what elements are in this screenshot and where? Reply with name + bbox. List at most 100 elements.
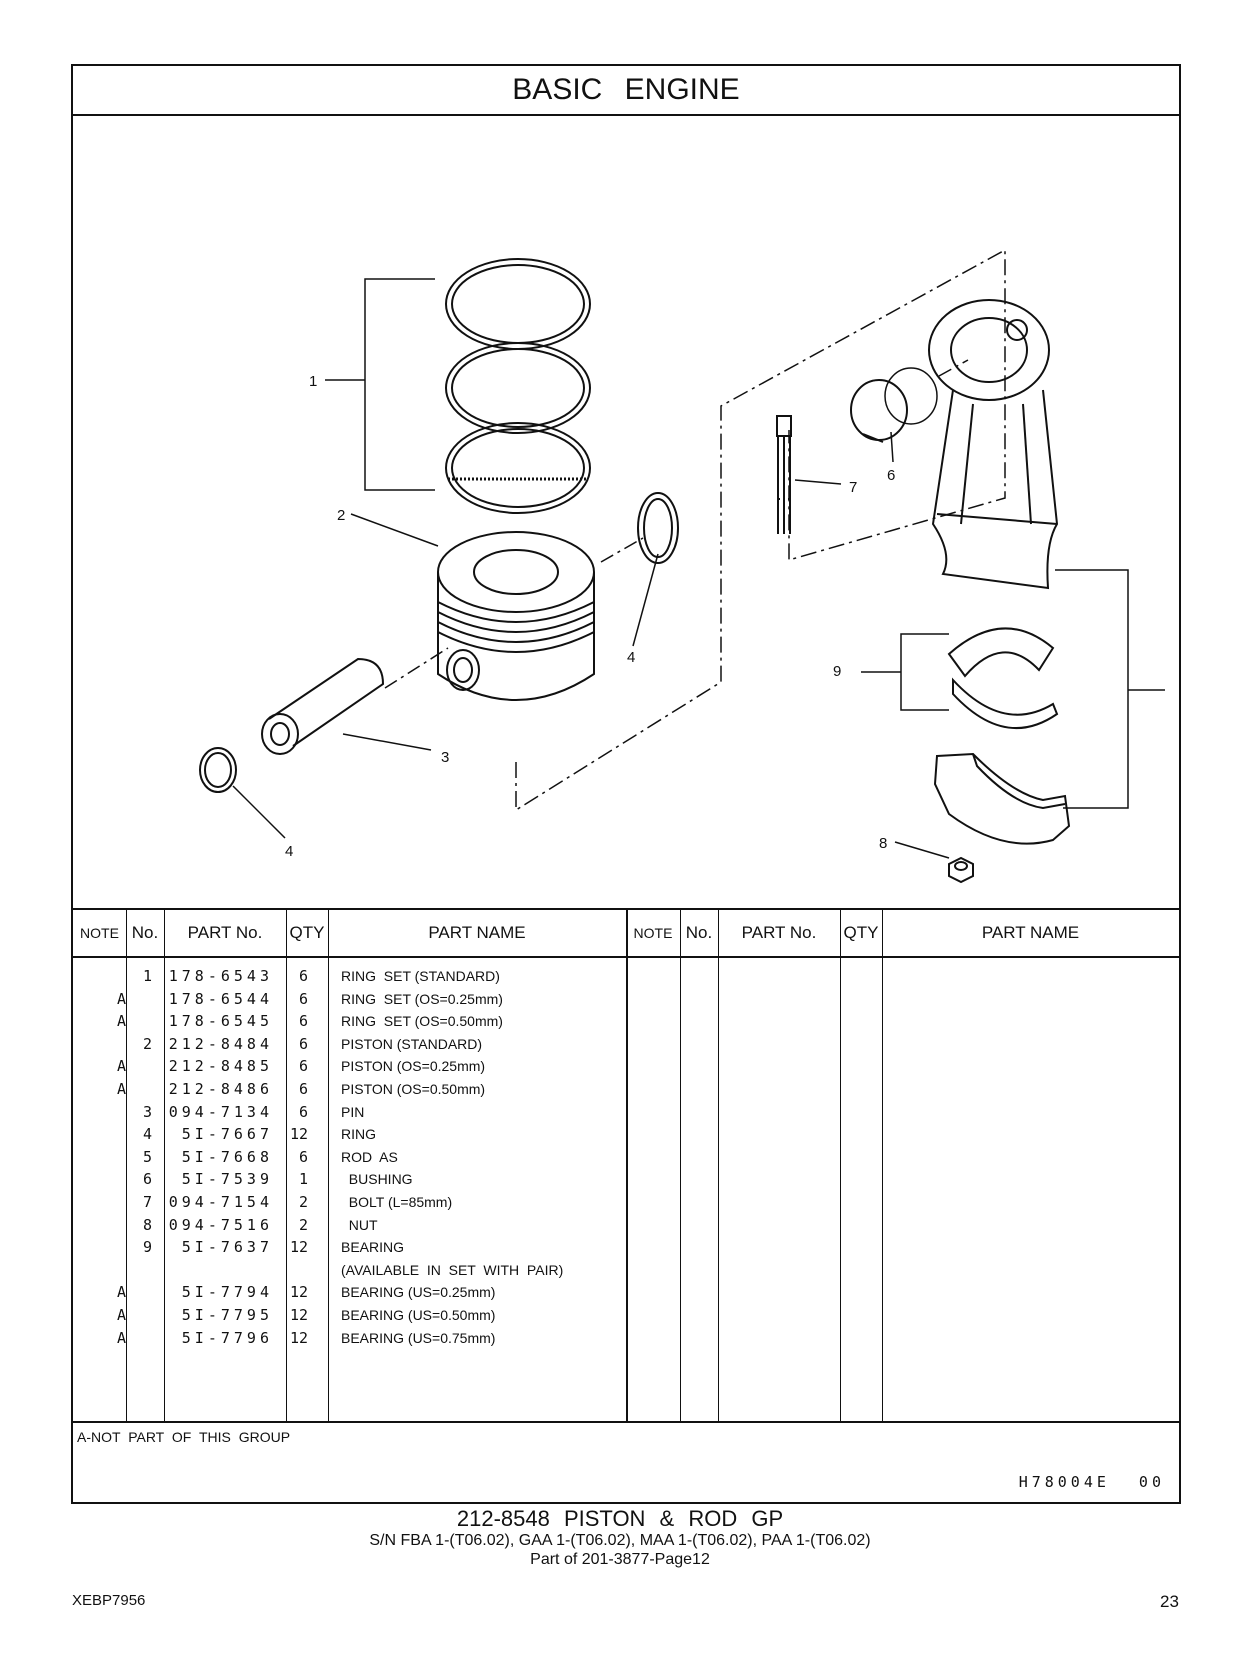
row-note [73,1259,126,1282]
row-part-name: RING SET (STANDARD) [341,968,500,984]
callout-8: 8 [879,835,887,852]
row-quantity: 12 [289,1306,308,1324]
row-quantity: 12 [289,1125,308,1144]
row-part-name: PISTON (OS=0.50mm) [341,1081,486,1097]
page-number: 23 [1160,1592,1179,1611]
row-part-number: 212-8484 [168,1034,273,1053]
table-row: (AVAILABLE IN SET WITH PAIR) [73,1259,1179,1282]
row-item-number [126,1281,152,1304]
row-item-number: 2 [142,1034,152,1053]
row-part-number: 178-6545 [168,1012,273,1031]
row-part-number [158,1259,273,1282]
header-qty: QTY [289,923,325,942]
table-row: A 178-6545 6 RING SET (OS=0.50mm) [73,1010,1179,1033]
row-quantity: 12 [289,1238,308,1257]
row-note [73,1168,126,1191]
parent-reference: Part of 201-3877-Page12 [530,1551,710,1568]
callout-3: 3 [441,749,449,766]
callout-9: 9 [833,663,841,680]
row-part-name: BEARING (US=0.50mm) [341,1307,496,1323]
row-part-number: 5I-7794 [181,1283,273,1302]
row-note: A [116,1012,126,1031]
header-part-name-right: PART NAME [981,923,1080,942]
row-item-number [126,1055,152,1078]
row-part-number: 212-8486 [168,1080,273,1098]
row-note: A [116,1328,126,1347]
row-note [73,1236,126,1259]
legend-note: A-NOT PART OF THIS GROUP [77,1429,291,1445]
row-part-name: RING [341,1126,376,1143]
row-quantity: 6 [298,1057,308,1076]
section-title: BASIC ENGINE [73,66,1179,116]
row-note: A [116,1080,126,1098]
row-quantity: 2 [298,1193,308,1211]
row-part-name: RING SET (OS=0.50mm) [341,1013,503,1030]
row-part-name: RING SET (OS=0.25mm) [341,990,503,1007]
row-quantity: 1 [298,1170,308,1189]
row-item-number: 3 [142,1102,152,1121]
parts-table: NOTE No. PART No. QTY PART NAME NOTE No.… [73,908,1179,1423]
row-quantity: 2 [298,1215,308,1234]
row-part-name: BUSHING [341,1171,413,1188]
row-item-number [126,1010,152,1033]
row-part-number: 094-7516 [168,1215,273,1234]
header-part-no: PART No. [187,923,263,942]
row-part-name: PIN [341,1103,365,1120]
row-note [73,1191,126,1214]
row-quantity: 12 [289,1328,308,1347]
row-item-number [126,1078,152,1101]
row-part-number: 178-6544 [168,989,273,1008]
nut-illustration [948,856,974,884]
piston-illustration [437,531,595,701]
row-part-number: 212-8485 [168,1057,273,1076]
row-part-name: ROD AS [341,1148,398,1165]
row-item-number [126,1259,152,1282]
row-part-number: 094-7134 [168,1102,273,1121]
row-item-number: 1 [142,967,152,985]
row-quantity: 6 [298,989,308,1008]
illustration-reference-code: H78004E 00 [1018,1473,1165,1491]
pin-illustration [261,647,449,755]
row-note [73,1123,126,1146]
header-note: NOTE [80,925,119,941]
row-part-name: PISTON (OS=0.25mm) [341,1058,486,1075]
row-item-number: 5 [142,1147,152,1166]
row-part-name: BOLT (L=85mm) [341,1194,453,1210]
row-note [73,1146,126,1169]
row-quantity: 6 [298,1012,308,1031]
callout-6: 6 [887,467,895,484]
table-row: A 212-8485 6 PISTON (OS=0.25mm) [73,1055,1179,1078]
row-part-number: 5I-7795 [181,1306,273,1324]
parts-page-frame: BASIC ENGINE [71,64,1181,1504]
group-title: 212-8548 PISTON & ROD GP [456,1506,784,1531]
row-item-number [126,1327,152,1350]
document-id: XEBP7956 [72,1592,146,1609]
retaining-ring-right-illustration [637,492,679,564]
row-part-number: 5I-7667 [181,1125,273,1144]
header-qty-right: QTY [843,923,879,942]
row-note: A [116,1283,126,1302]
ring-set-illustration [445,258,591,514]
header-no: No. [131,923,159,942]
callout-4-right: 4 [627,649,635,666]
row-note [73,965,126,988]
callout-4-left: 4 [285,843,293,860]
header-note-right: NOTE [633,925,673,941]
piston-rod-illustration: 1 2 3 4 4 5 6 7 8 9 [199,248,1165,884]
connecting-rod-illustration [928,299,1059,590]
row-part-name: BEARING (US=0.75mm) [341,1329,496,1346]
row-note [73,1033,126,1056]
row-part-number: 094-7154 [168,1193,273,1211]
header-no-right: No. [685,923,713,942]
row-note: A [116,1057,126,1076]
